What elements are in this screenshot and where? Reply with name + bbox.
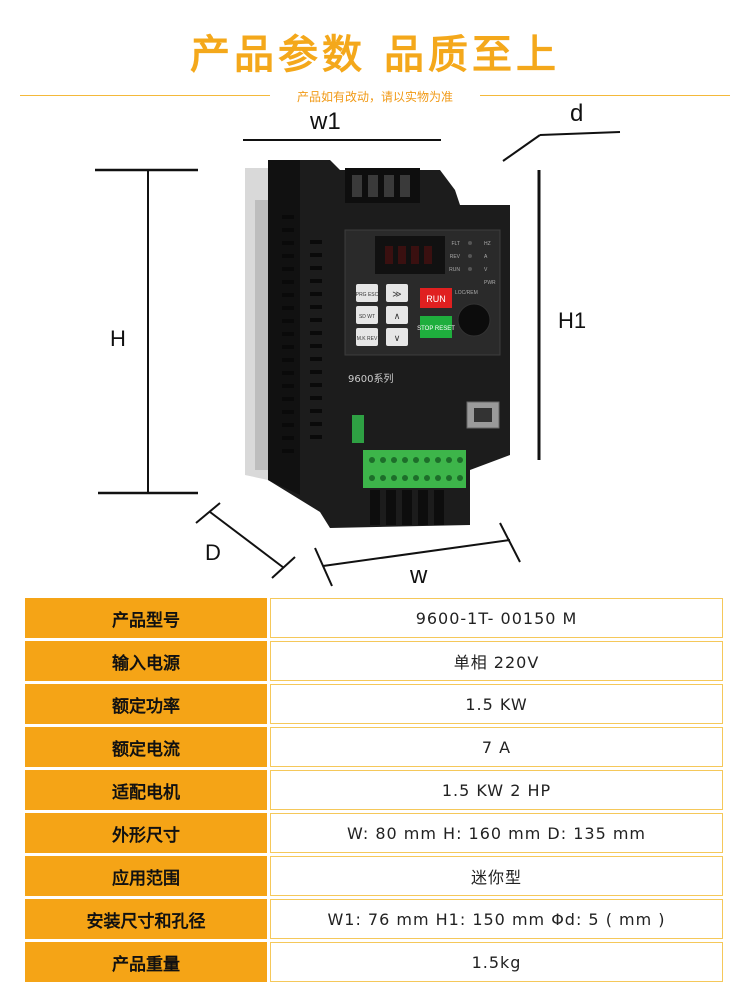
bottom-heatsink-fins <box>370 490 444 525</box>
spec-label: 产品型号 <box>25 598 267 638</box>
spec-label: 产品重量 <box>25 942 267 982</box>
indicator-leds <box>468 241 472 271</box>
potentiometer-knob <box>457 303 491 337</box>
spec-label: 输入电源 <box>25 641 267 681</box>
spec-value: W: 80 mm H: 160 mm D: 135 mm <box>270 813 723 853</box>
series-label: 9600系列 <box>348 372 393 385</box>
spec-value: 9600-1T- 00150 M <box>270 598 723 638</box>
run-key-label: RUN <box>426 294 446 304</box>
keys <box>356 284 408 346</box>
key-label-3: ≫ <box>392 290 401 300</box>
spec-label: 额定功率 <box>25 684 267 724</box>
run-key <box>420 288 452 308</box>
spec-label: 适配电机 <box>25 770 267 810</box>
stop-key-label: STOP RESET <box>417 326 455 332</box>
product-diagram: RUN STOP RESET PRG ESC SD WT M.K REV ≫ ∧… <box>95 131 621 587</box>
subtitle-line-right <box>480 95 730 96</box>
key-label-0: PRG ESC <box>356 292 379 298</box>
spec-value: 1.5 KW 2 HP <box>270 770 723 810</box>
w-dimension-line <box>322 539 511 567</box>
indicator-label-2: RUN <box>449 267 460 273</box>
indicator-label-6: PWR <box>484 280 496 286</box>
d-depth-cap-a <box>195 502 221 524</box>
spec-label: 额定电流 <box>25 727 267 767</box>
spec-value: 7 A <box>270 727 723 767</box>
indicator-label-3: HZ <box>484 241 491 247</box>
depth-label: D <box>205 540 221 565</box>
h-label: H <box>110 326 126 351</box>
key-label-4: ∧ <box>394 312 401 322</box>
d-dimension-line-top <box>539 131 621 136</box>
w1-label: w1 <box>310 108 341 135</box>
spec-value: 单相 220V <box>270 641 723 681</box>
subtitle-line-left <box>20 95 270 96</box>
table-row: 安装尺寸和孔径 W1: 76 mm H1: 150 mm Φd: 5 ( mm … <box>25 899 723 939</box>
width-label: w <box>410 562 428 589</box>
key-label-5: ∨ <box>394 334 401 344</box>
spec-value: 迷你型 <box>270 856 723 896</box>
device-side-heatsink <box>255 200 268 470</box>
spec-label: 应用范围 <box>25 856 267 896</box>
indicator-label-5: V <box>484 267 488 273</box>
side-vents <box>282 215 322 453</box>
key-label-1: SD WT <box>359 314 375 320</box>
indicator-label-4: A <box>484 254 488 260</box>
d-depth-cap-b <box>271 556 296 579</box>
table-row: 输入电源 单相 220V <box>25 641 723 681</box>
h1-label: H1 <box>558 308 587 333</box>
stop-reset-key <box>420 316 452 338</box>
d-depth-dimension-line <box>209 511 285 569</box>
table-row: 适配电机 1.5 KW 2 HP <box>25 770 723 810</box>
spec-value: 1.5kg <box>270 942 723 982</box>
d-label: d <box>570 100 584 127</box>
spec-value: 1.5 KW <box>270 684 723 724</box>
spec-table: 产品型号 9600-1T- 00150 M 输入电源 单相 220V 额定功率 … <box>25 598 723 985</box>
indicator-label-0: FLT <box>451 241 460 247</box>
table-row: 额定电流 7 A <box>25 727 723 767</box>
side-terminal <box>352 415 364 443</box>
spec-label: 安装尺寸和孔径 <box>25 899 267 939</box>
device-body-shade <box>268 160 300 495</box>
control-terminal-block <box>363 450 466 488</box>
w-dimension-cap-a <box>314 547 333 587</box>
loc-rem-label: LOC/REM <box>455 290 478 296</box>
table-row: 产品型号 9600-1T- 00150 M <box>25 598 723 638</box>
d-dimension-line <box>502 134 541 162</box>
indicator-label-1: REV <box>450 254 461 260</box>
key-label-2: M.K REV <box>357 336 378 342</box>
page-title: 产品参数 品质至上 <box>190 32 560 78</box>
table-row: 额定功率 1.5 KW <box>25 684 723 724</box>
page-subtitle: 产品如有改动，请以实物为准 <box>296 90 453 104</box>
table-row: 产品重量 1.5kg <box>25 942 723 982</box>
w-dimension-cap-b <box>499 522 521 563</box>
spec-value: W1: 76 mm H1: 150 mm Φd: 5 ( mm ) <box>270 899 723 939</box>
table-row: 外形尺寸 W: 80 mm H: 160 mm D: 135 mm <box>25 813 723 853</box>
table-row: 应用范围 迷你型 <box>25 856 723 896</box>
spec-label: 外形尺寸 <box>25 813 267 853</box>
